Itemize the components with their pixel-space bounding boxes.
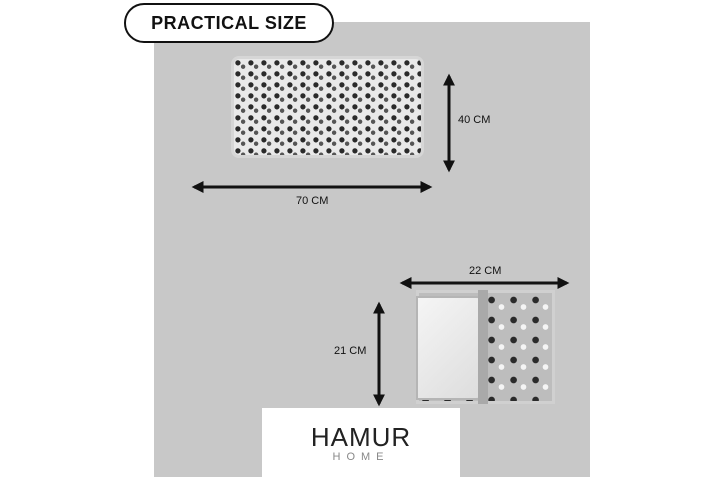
changing-pad-unfolded: [231, 56, 424, 158]
label-small-width: 22 CM: [469, 265, 502, 277]
brand-logo: HAMUR HOME: [262, 408, 460, 477]
page-title: PRACTICAL SIZE: [151, 12, 307, 33]
label-large-width: 70 CM: [296, 195, 329, 207]
label-small-height: 21 CM: [334, 345, 367, 357]
brand-name: HAMUR: [310, 422, 412, 452]
pad-strap: [478, 290, 488, 404]
title-badge: PRACTICAL SIZE: [124, 3, 334, 43]
label-large-height: 40 CM: [458, 114, 491, 126]
brand-sub: HOME: [332, 451, 390, 463]
pad-inner-flap: [416, 296, 488, 400]
